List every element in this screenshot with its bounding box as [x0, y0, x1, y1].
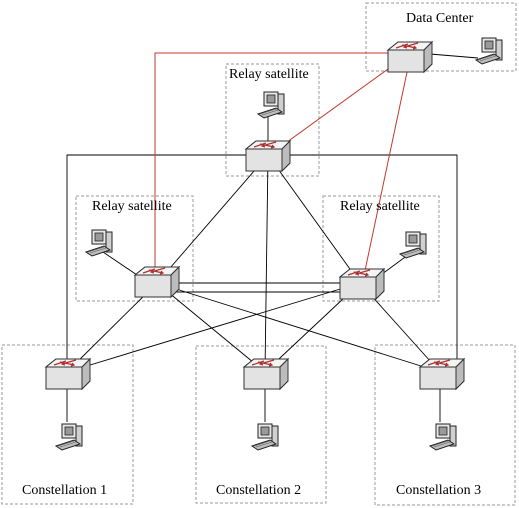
link-relaytop-outer-left	[66, 154, 268, 372]
constellation-3-box	[374, 344, 516, 506]
constellation-2-box	[195, 345, 327, 504]
computer-icon	[429, 423, 457, 451]
constellation-1-label: Constellation 1	[22, 483, 107, 498]
link-relaytop-c2	[264, 154, 269, 373]
constellation-3-label: Constellation 3	[396, 483, 481, 498]
router-icon	[243, 358, 289, 390]
link-dc-relayright	[362, 57, 411, 281]
relay-right-label: Relay satellite	[340, 199, 420, 214]
computer-icon	[257, 91, 285, 119]
constellation-2-label: Constellation 2	[216, 483, 301, 498]
relay-top-label: Relay satellite	[229, 67, 309, 82]
router-icon	[339, 268, 385, 300]
link-relaytop-outer-right	[268, 154, 458, 372]
computer-icon	[399, 231, 427, 259]
router-icon	[134, 266, 180, 298]
data-center-label: Data Center	[406, 11, 474, 26]
router-icon	[245, 140, 291, 172]
link-relayleft-c3	[156, 282, 441, 373]
link-relayleft-pc	[99, 249, 141, 278]
relay-left-label: Relay satellite	[92, 199, 172, 214]
data-center-box	[365, 2, 517, 72]
link-relaytop-relayright	[267, 154, 361, 284]
link-relayleft-c1	[66, 282, 158, 373]
link-relayleft-c2	[156, 282, 266, 373]
computer-icon	[55, 423, 83, 451]
computer-icon	[475, 37, 503, 65]
link-relaytop-relayleft	[156, 154, 269, 284]
link-dc-pc	[429, 53, 479, 59]
router-icon	[419, 358, 465, 390]
link-dc-relaytop	[275, 55, 407, 151]
link-dc-relayleft	[154, 52, 406, 283]
link-relayright-c1	[66, 282, 361, 373]
router-icon	[45, 358, 91, 390]
router-icon	[387, 41, 433, 73]
constellation-1-box	[1, 344, 134, 505]
red-links	[154, 52, 411, 283]
computer-icon	[251, 423, 279, 451]
relay-left-box	[75, 195, 194, 302]
relay-top-box	[225, 63, 320, 177]
computer-icon	[85, 229, 113, 257]
